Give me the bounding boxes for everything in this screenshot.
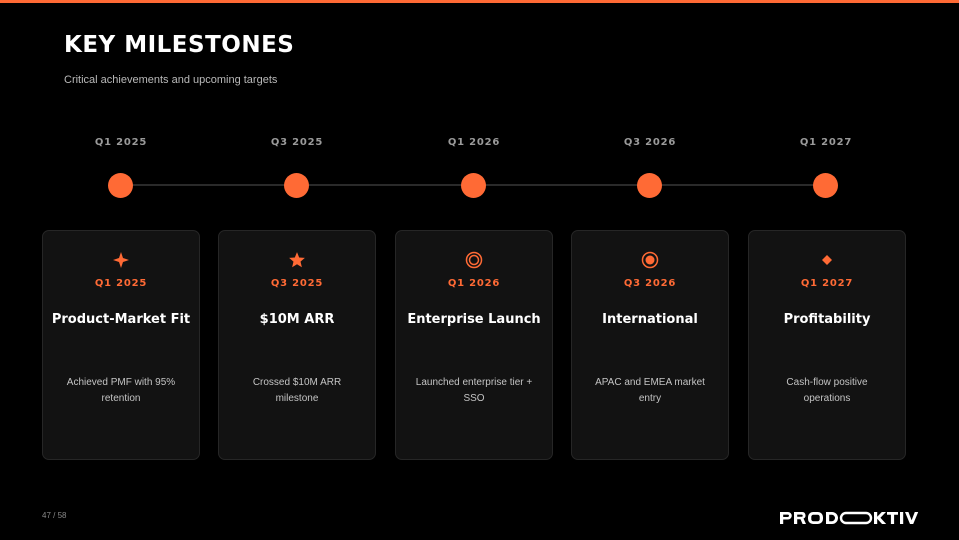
milestone-description: Crossed $10M ARR milestone — [252, 377, 342, 404]
milestone-name: Product-Market Fit — [51, 311, 191, 327]
milestone-description: APAC and EMEA market entry — [595, 377, 705, 404]
timeline-label: Q3 2026 — [623, 137, 677, 148]
milestone-name: Enterprise Launch — [407, 311, 541, 327]
milestone-date: Q1 2027 — [800, 278, 854, 289]
milestone-description: Cash-flow positive operations — [786, 377, 868, 404]
milestone-name: Profitability — [783, 311, 871, 327]
milestone-card: Q1 2025 Product-Market Fit Achieved PMF … — [42, 230, 200, 460]
timeline-dot — [813, 173, 838, 198]
milestone-card: Q1 2026 Enterprise Launch Launched enter… — [395, 230, 553, 460]
timeline-label: Q1 2027 — [799, 137, 853, 148]
milestone-card: Q3 2026 International APAC and EMEA mark… — [571, 230, 729, 460]
milestone-name: $10M ARR — [259, 311, 335, 327]
page-title: KEY MILESTONES — [64, 32, 295, 58]
timeline-label: Q1 2026 — [447, 137, 501, 148]
star-icon — [219, 247, 375, 273]
milestone-name: International — [602, 311, 698, 327]
milestone-date: Q1 2025 — [94, 278, 148, 289]
milestone-description: Launched enterprise tier + SSO — [415, 377, 533, 404]
page-subtitle: Critical achievements and upcoming targe… — [64, 74, 278, 86]
radio-button-icon — [572, 247, 728, 273]
milestone-card: Q1 2027 Profitability Cash-flow positive… — [748, 230, 906, 460]
milestone-description: Achieved PMF with 95% retention — [66, 377, 176, 404]
milestone-date: Q3 2026 — [623, 278, 677, 289]
timeline-label: Q1 2025 — [94, 137, 148, 148]
timeline-label: Q3 2025 — [270, 137, 324, 148]
timeline-dot — [108, 173, 133, 198]
milestone-date: Q3 2025 — [270, 278, 324, 289]
timeline-dot — [461, 173, 486, 198]
sparkle-icon — [43, 247, 199, 273]
milestone-date: Q1 2026 — [447, 278, 501, 289]
diamond-icon — [749, 247, 905, 273]
milestone-card: Q3 2025 $10M ARR Crossed $10M ARR milest… — [218, 230, 376, 460]
page-number: 47 / 58 — [42, 511, 67, 520]
brand-logo — [780, 510, 920, 526]
timeline-dot — [637, 173, 662, 198]
target-icon — [396, 247, 552, 273]
timeline-dot — [284, 173, 309, 198]
top-accent-bar — [0, 0, 959, 3]
